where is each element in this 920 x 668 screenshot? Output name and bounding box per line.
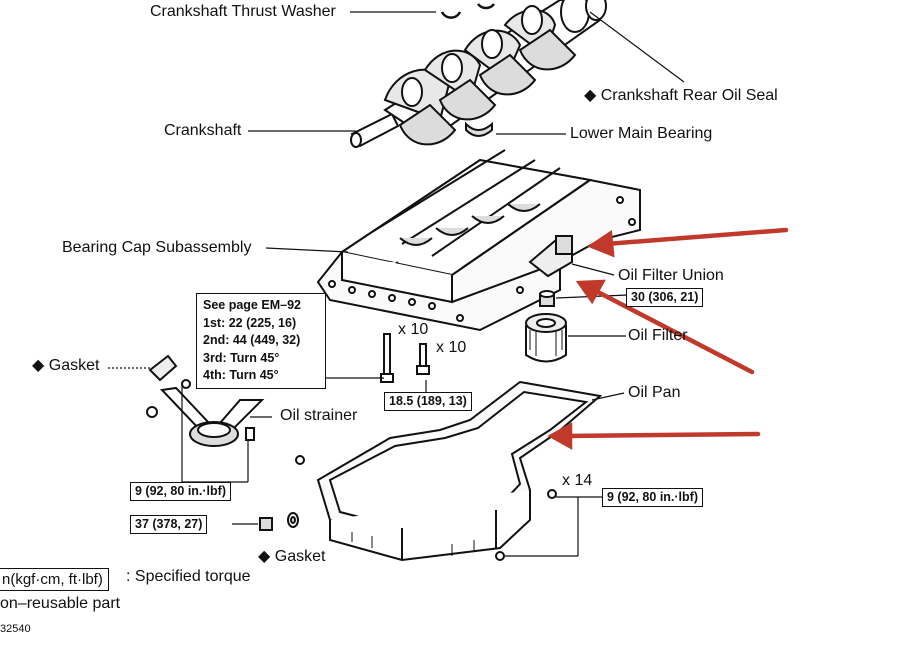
quantity-x14-pan-bolts: x 14 — [562, 472, 593, 489]
spec-reference: See page EM–92 — [203, 298, 301, 312]
lower-main-bearing-drawing — [465, 121, 493, 137]
legend-torque-description: : Specified torque — [126, 568, 251, 585]
quantity-x10-short-bolts: x 10 — [436, 339, 467, 356]
arrow-to-filter-union — [603, 227, 789, 247]
spec-step-3: 3rd: Turn 45° — [203, 350, 280, 365]
legend-non-reusable: on–reusable part — [0, 595, 121, 612]
drain-plug-drawing — [259, 512, 299, 531]
tightening-spec-box: See page EM–92 1st: 22 (225, 16) 2nd: 44… — [196, 293, 326, 389]
bearing-cap-drawing — [316, 149, 641, 332]
arrow-to-oil-pan — [563, 431, 761, 439]
figure-code: 32540 — [0, 623, 31, 635]
quantity-x10-long-bolts: x 10 — [398, 321, 429, 338]
spec-step-4: 4th: Turn 45° — [203, 368, 279, 382]
label-gasket-left: ◆ Gasket — [32, 357, 100, 374]
red-annotation-arrows — [547, 227, 789, 450]
spec-step-1: 1st: 22 (225, 16) — [203, 315, 297, 330]
thrust-washer-drawing — [440, 3, 495, 19]
label-oil-strainer: Oil strainer — [280, 407, 358, 424]
label-oil-pan: Oil Pan — [628, 384, 681, 401]
oil-filter-drawing — [525, 313, 567, 363]
torque-box-drain-plug: 37 (378, 27) — [130, 515, 208, 534]
label-crankshaft: Crankshaft — [164, 122, 242, 139]
label-lower-main-bearing: Lower Main Bearing — [570, 125, 713, 142]
label-oil-filter-union: Oil Filter Union — [618, 267, 724, 284]
spec-step-2: 2nd: 44 (449, 32) — [203, 333, 301, 347]
torque-box-filter-union: 30 (306, 21) — [626, 288, 704, 307]
label-crankshaft-rear-oil-seal: ◆ Crankshaft Rear Oil Seal — [584, 87, 778, 104]
bearing-cap-bolts-drawing — [380, 333, 430, 383]
label-crankshaft-thrust-washer: Crankshaft Thrust Washer — [150, 3, 336, 20]
label-gasket-bottom: ◆ Gasket — [258, 548, 326, 565]
torque-box-bearing-cap-bolts: 18.5 (189, 13) — [384, 392, 472, 411]
oil-filter-union-drawing — [539, 290, 555, 307]
label-oil-filter: Oil Filter — [628, 327, 688, 344]
torque-box-oil-strainer: 9 (92, 80 in.·lbf) — [130, 482, 231, 501]
torque-box-oil-pan: 9 (92, 80 in.·lbf) — [602, 488, 703, 507]
leader-lines — [108, 11, 685, 557]
arrow-to-filter-union-2 — [591, 287, 755, 375]
crankshaft-drawing — [350, 0, 607, 148]
legend-torque-unit-box: n(kgf·cm, ft·lbf) — [0, 568, 109, 591]
oil-pan-drawing — [295, 380, 603, 562]
oil-strainer-drawing — [146, 354, 265, 447]
label-bearing-cap-subassembly: Bearing Cap Subassembly — [62, 239, 252, 256]
